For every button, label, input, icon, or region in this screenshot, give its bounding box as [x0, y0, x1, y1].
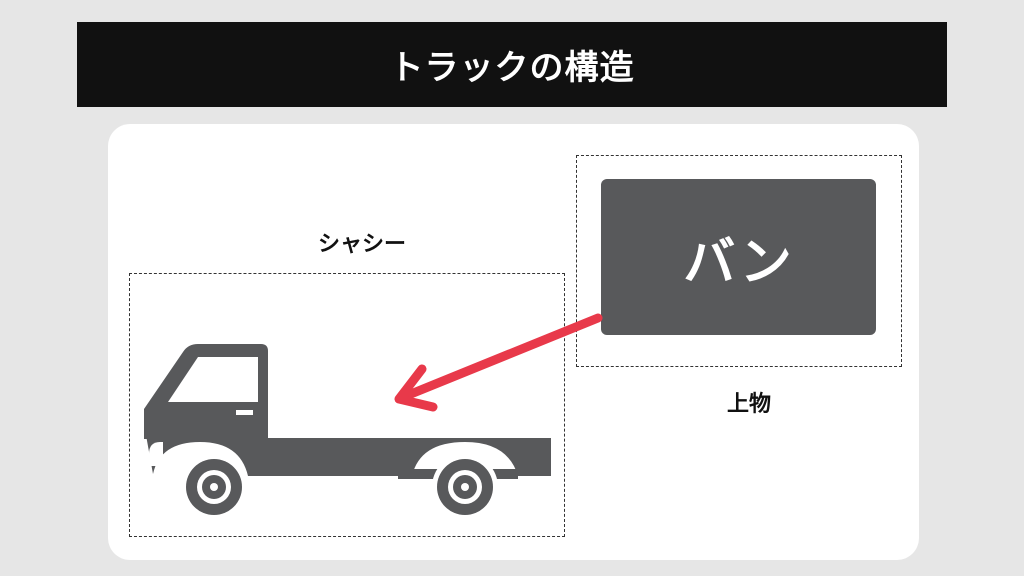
rear-wheel-icon — [432, 454, 498, 520]
truck-diagram — [144, 313, 603, 520]
arrow-icon — [394, 313, 603, 412]
body-label: 上物 — [726, 392, 771, 417]
front-wheel-icon — [181, 454, 247, 520]
van-label: バン — [683, 232, 794, 293]
van-body-block: バン — [601, 179, 876, 335]
chassis-label: シャシー — [317, 232, 406, 257]
page-title: トラックの構造 — [77, 22, 947, 107]
diagram-panel: シャシー バン 上物 — [108, 124, 919, 560]
chassis-frame — [129, 273, 565, 537]
body-frame — [576, 155, 902, 367]
